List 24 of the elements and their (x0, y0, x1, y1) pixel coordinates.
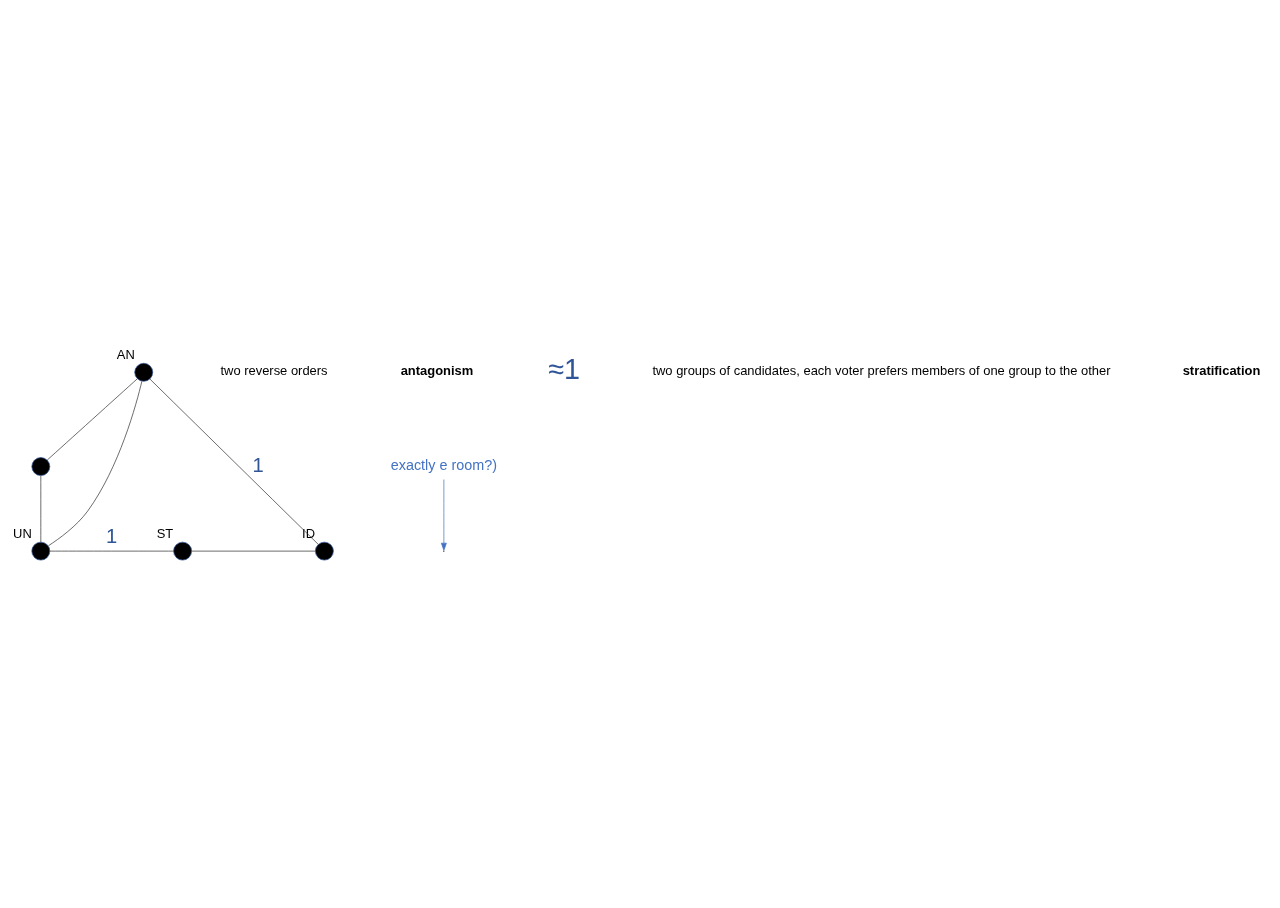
connector (149, 378, 319, 545)
node-label: AN (116, 346, 135, 362)
label: stratification (1182, 362, 1261, 378)
node-label: ST (156, 525, 174, 541)
connector (46, 377, 138, 460)
node-circle (315, 541, 334, 560)
connector (40, 475, 42, 542)
node-label: ID (302, 525, 316, 541)
node-circle (173, 541, 192, 560)
label: two reverse orders (220, 362, 328, 378)
connector (48, 380, 143, 546)
label: two groups of candidates, each voter prefers members of one group to the other (652, 362, 1111, 378)
node-label: UN (13, 525, 32, 541)
edge-label: 1 (252, 453, 264, 476)
node-circle (31, 456, 51, 476)
node-circle (134, 362, 154, 382)
connector (49, 550, 174, 551)
connector (191, 550, 316, 551)
arrow (441, 478, 447, 551)
label: ≈1 (548, 352, 580, 385)
node-text: exactly e room?) (390, 456, 498, 473)
label: antagonism (400, 362, 474, 378)
edge-label: 1 (106, 524, 118, 547)
node-circle (31, 541, 51, 560)
